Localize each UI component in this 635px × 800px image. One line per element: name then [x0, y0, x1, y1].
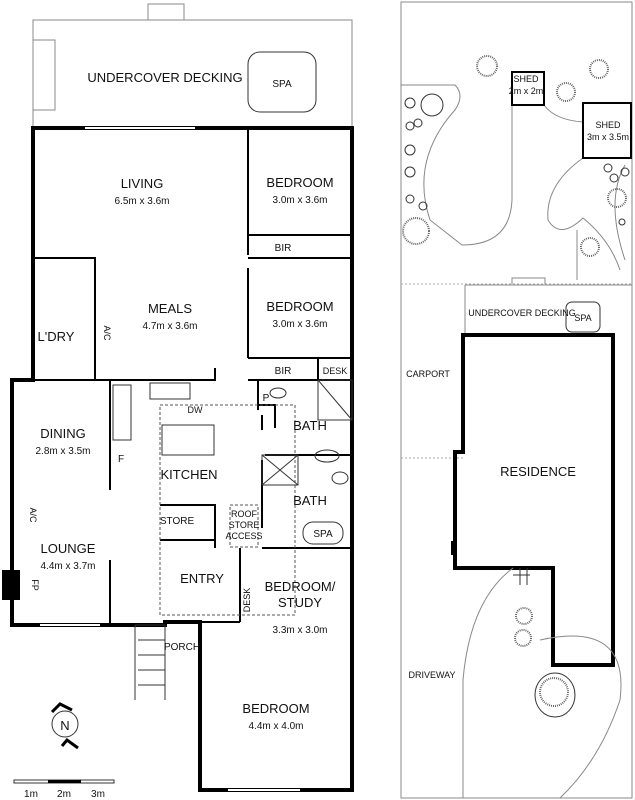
room-label-bedroom-study-2: STUDY — [278, 595, 322, 610]
deck-spa-label: SPA — [272, 79, 292, 90]
room-label-bedroom-study-1: BEDROOM/ — [265, 579, 336, 594]
scale-label-2m: 2m — [57, 789, 71, 800]
deck-spa — [247, 51, 317, 113]
room-label-kitchen: KITCHEN — [160, 467, 217, 482]
north-label: N — [60, 718, 69, 733]
pantry-label: P — [263, 393, 270, 404]
shed2-dim: 3m x 3.5m — [587, 132, 629, 142]
dishwasher-label: DW — [188, 405, 203, 415]
room-label-dining: DINING — [40, 426, 86, 441]
fridge-label: F — [118, 454, 124, 465]
room-dim-meals: 4.7m x 3.6m — [142, 321, 197, 332]
room-dim-lounge: 4.4m x 3.7m — [40, 561, 95, 572]
fireplace-label: FP — [30, 579, 40, 591]
floor-plan: UNDERCOVER DECKING SPA LIVING 6.5m x 3.6… — [2, 3, 354, 800]
roof-store-label-1: ROOF — [231, 509, 258, 519]
room-label-desk-1: DESK — [323, 366, 348, 376]
room-dim-bedroom-study: 3.3m x 3.0m — [272, 625, 327, 636]
ac-label-1: A/C — [102, 325, 112, 341]
fireplace — [2, 570, 20, 600]
residence-outline — [453, 333, 615, 667]
room-label-store: STORE — [160, 516, 195, 527]
deck-steps — [147, 3, 185, 21]
room-label-porch: PORCH — [164, 642, 200, 653]
bath-spa-label: SPA — [313, 529, 333, 540]
shed1-label: SHED — [513, 74, 539, 84]
house-outer-wall — [10, 126, 354, 792]
site-plan: SHED 2m x 2m SHED 3m x 3.5m UNDERCOVER D… — [400, 1, 633, 799]
ac-label-2: A/C — [28, 507, 38, 523]
scale-bar: 1m 2m 3m — [13, 779, 115, 800]
room-label-bath-1: BATH — [293, 418, 327, 433]
site-boundary — [400, 1, 633, 799]
shed1-dim: 2m x 2m — [509, 86, 544, 96]
carport-label: CARPORT — [406, 369, 450, 379]
room-label-entry: ENTRY — [180, 571, 224, 586]
room-label-bath-2: BATH — [293, 493, 327, 508]
roof-store-label-2: STORE — [229, 520, 260, 530]
residence-label: RESIDENCE — [500, 464, 576, 479]
kitchen-island — [161, 424, 215, 456]
room-label-undercover-decking: UNDERCOVER DECKING — [87, 70, 242, 85]
room-dim-bedroom-3: 4.4m x 4.0m — [248, 721, 303, 732]
shed-large — [582, 102, 632, 159]
shed2-label: SHED — [595, 120, 621, 130]
room-label-laundry: L'DRY — [38, 329, 75, 344]
scale-label-3m: 3m — [91, 789, 105, 800]
room-dim-bedroom-2: 3.0m x 3.6m — [272, 319, 327, 330]
room-label-lounge: LOUNGE — [41, 541, 96, 556]
room-label-bedroom-2: BEDROOM — [266, 299, 333, 314]
room-label-desk-2: DESK — [242, 588, 252, 613]
room-label-living: LIVING — [121, 176, 164, 191]
roof-store-label-3: ACCESS — [225, 531, 262, 541]
room-label-bir-1: BIR — [275, 243, 292, 254]
room-label-bedroom-1: BEDROOM — [266, 175, 333, 190]
room-label-meals: MEALS — [148, 301, 192, 316]
site-spa-label: SPA — [574, 313, 591, 323]
room-dim-dining: 2.8m x 3.5m — [35, 446, 90, 457]
room-label-bir-2: BIR — [275, 366, 292, 377]
room-dim-living: 6.5m x 3.6m — [114, 196, 169, 207]
driveway-label: DRIVEWAY — [408, 670, 455, 680]
shed-small — [511, 71, 545, 106]
room-dim-bedroom-1: 3.0m x 3.6m — [272, 195, 327, 206]
north-arrow-icon: N — [50, 702, 79, 750]
room-label-bedroom-3: BEDROOM — [242, 701, 309, 716]
scale-label-1m: 1m — [24, 789, 38, 800]
site-decking-label: UNDERCOVER DECKING — [468, 308, 576, 318]
